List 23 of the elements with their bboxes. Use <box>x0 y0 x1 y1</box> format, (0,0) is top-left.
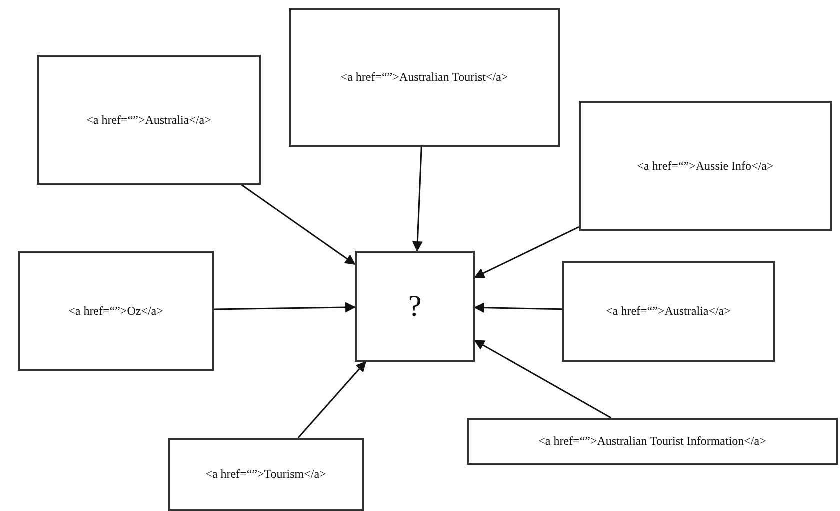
arrow <box>474 340 612 419</box>
text-box <box>579 101 832 231</box>
text-box <box>467 418 838 465</box>
arrow <box>474 226 580 278</box>
link-code: <a href=“”>Australian Tourist Information</a> <box>538 434 766 449</box>
text-box <box>355 251 475 362</box>
link-code: <a href=“”>Australia</a> <box>606 304 731 319</box>
link-code: <a href=“”>Australia</a> <box>86 112 212 128</box>
link-code: <a href=“”>Oz</a> <box>68 304 164 318</box>
arrow <box>214 302 356 313</box>
question-mark: ? <box>408 290 422 324</box>
arrow <box>298 361 366 438</box>
link-code: <a href=“”>Aussie Info</a> <box>637 158 774 174</box>
arrow <box>412 146 423 252</box>
link-code: <a href=“”>Tourism</a> <box>206 467 326 482</box>
text-box <box>289 8 560 147</box>
arrow <box>474 302 562 314</box>
arrow <box>241 184 356 266</box>
link-code: <a href=“”>Australian Tourist</a> <box>340 70 508 85</box>
text-box <box>37 55 261 185</box>
text-box <box>562 261 775 362</box>
text-box <box>168 438 364 511</box>
text-box <box>18 251 214 371</box>
